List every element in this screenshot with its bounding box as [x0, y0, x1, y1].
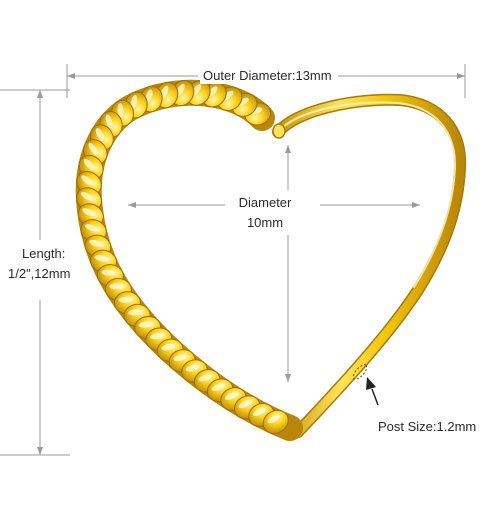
rope-highlight [88, 143, 99, 155]
rope-highlight [81, 175, 93, 186]
rope-highlight [252, 407, 266, 417]
outer-arrow-right [457, 73, 465, 79]
length-arrow-top [37, 90, 43, 98]
dimension-lines [0, 64, 466, 456]
rope-highlight [109, 283, 124, 290]
heart-twisted-rope [75, 79, 303, 441]
rope-highlight [267, 414, 280, 424]
diameter-value: 10mm [246, 215, 284, 230]
rope-highlight [145, 89, 153, 103]
post-size-label: Post Size:1.2mm [378, 419, 477, 434]
length-arrow-bottom [37, 447, 43, 455]
rope-highlight [198, 374, 212, 382]
rope-highlight [85, 224, 99, 232]
rope-highlight [161, 343, 176, 351]
rope-highlight [211, 383, 225, 391]
rope-highlight [83, 158, 95, 170]
heart-wire-smooth [272, 93, 467, 438]
diameter-arrow-left [128, 202, 136, 208]
rope-highlight [117, 103, 124, 118]
rope-highlight [224, 392, 239, 400]
outer-arrow-left [67, 73, 75, 79]
rope-highlight [89, 239, 103, 247]
rope-highlight [130, 94, 138, 109]
rope-highlight [160, 85, 169, 99]
length-label: Length: [22, 246, 66, 261]
rope-highlight [118, 296, 133, 303]
diameter-label: Diameter [238, 195, 292, 210]
rope-highlight [82, 208, 96, 217]
rope-highlight [101, 269, 116, 276]
rope-highlight [185, 364, 200, 372]
rope-highlight [94, 255, 109, 262]
outer-diameter-label: Outer Diameter:13mm [200, 68, 335, 84]
rope-highlight [105, 114, 113, 129]
post-pointer-line [371, 388, 379, 406]
height-arrow-bottom [285, 374, 291, 382]
length-value: 1/2",12mm [8, 266, 71, 281]
rope-twist-segment [262, 409, 289, 434]
height-arrow-top [285, 145, 291, 153]
rope-highlight [138, 321, 153, 328]
post-pointer-arrow [366, 377, 376, 390]
wire-end-cap [272, 123, 286, 139]
post-size-marker [352, 364, 368, 380]
rope-highlight [80, 191, 94, 201]
rope-highlight [173, 354, 188, 362]
rope-highlight [149, 332, 164, 340]
rope-highlight [238, 400, 252, 409]
rope-highlight [95, 128, 104, 141]
diameter-arrow-right [412, 202, 420, 208]
rope-highlight [128, 309, 143, 316]
